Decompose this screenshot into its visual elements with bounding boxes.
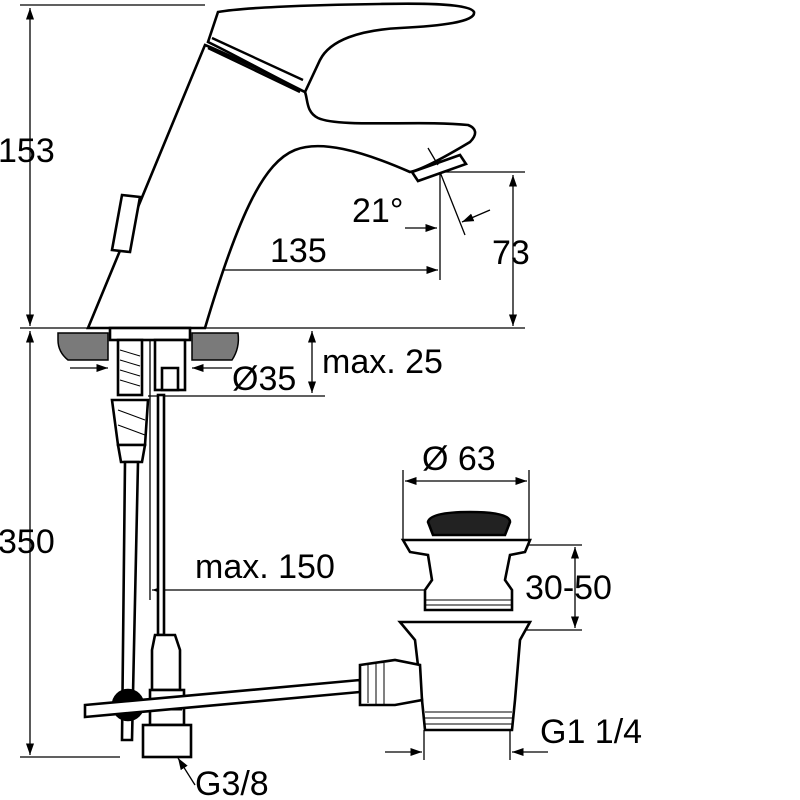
label-153: 153 (0, 132, 55, 170)
supply-assembly (83, 326, 362, 759)
label-max-25: max. 25 (322, 343, 443, 381)
label-21deg: 21° (352, 192, 403, 230)
label-350: 350 (0, 523, 55, 561)
dim-21deg-arrow-right (461, 209, 491, 223)
label-g3-8: G3/8 (195, 765, 269, 800)
deck (57, 332, 240, 361)
dimension-lines (25, 8, 580, 786)
g38-leader (177, 757, 196, 786)
label-max-150: max. 150 (195, 548, 335, 586)
label-30-50: 30-50 (525, 569, 612, 607)
dim-21deg-ray (439, 171, 466, 236)
label-diameter-35: Ø35 (232, 360, 296, 398)
label-diameter-63: Ø 63 (422, 440, 496, 478)
faucet-body (86, 2, 477, 330)
drain-assembly (358, 510, 533, 732)
label-135: 135 (270, 232, 327, 270)
label-73: 73 (492, 234, 530, 272)
label-g1-1-4: G1 1/4 (540, 713, 642, 751)
